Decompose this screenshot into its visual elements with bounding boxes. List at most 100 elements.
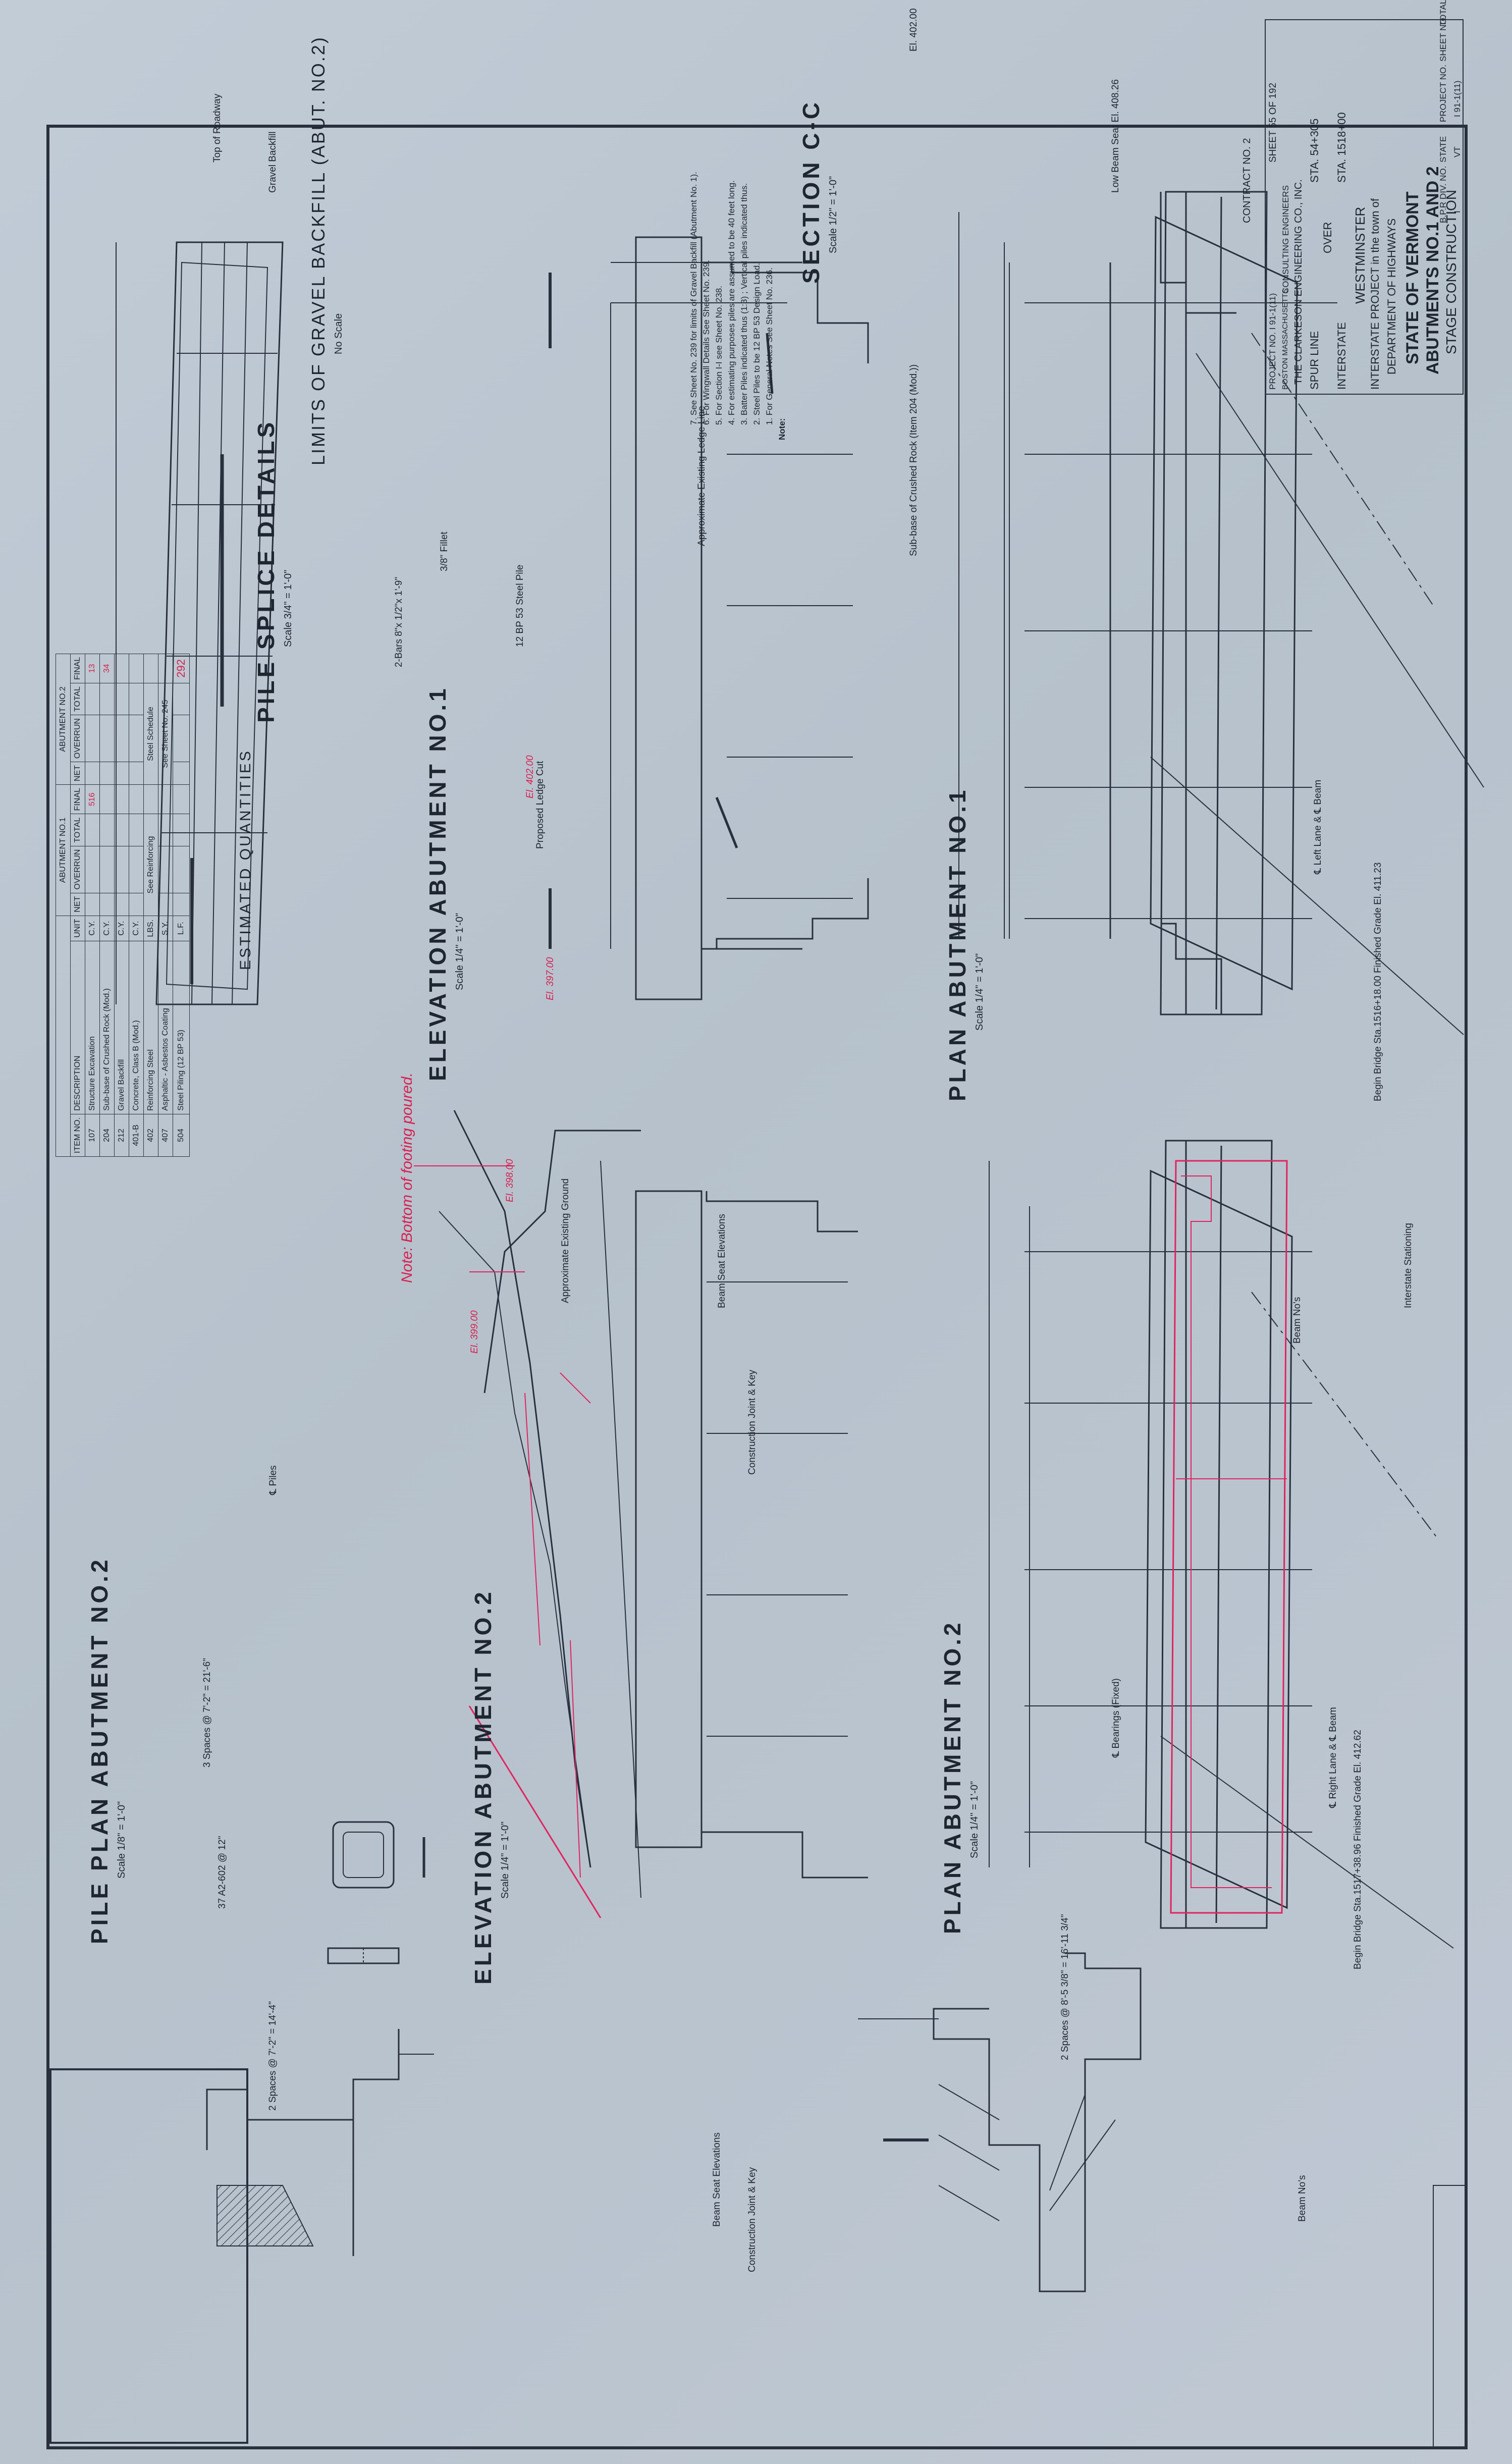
note-line-6: 6. For Wingwall Details See Sheet No. 23… (701, 260, 711, 425)
red-el-398: El. 398.00 (505, 1159, 515, 1202)
title-firm: THE CLARKESON ENGINEERING CO., INC. (1293, 179, 1304, 385)
note-line-4: 4. For estimating purposes piles are ass… (727, 180, 736, 425)
note-line-3: 3. Batter Piles indicated thus (1:3) ; V… (739, 183, 749, 425)
red-el-402: El. 402.00 (525, 755, 535, 798)
splice-dim-label: 2-Bars 8"x 1/2"x 1'-9" (394, 576, 404, 667)
title-firm2: CONSULTING ENGINEERS (1281, 185, 1290, 294)
title-project-no: PROJECT NO. I 91-1(11) (1268, 293, 1277, 390)
beam-nos-label: Beam No's (1297, 2175, 1308, 2222)
red-note: Note: Bottom of footing poured. (399, 1073, 415, 1283)
pile-plan-title: PILE PLAN ABUTMENT NO.2 (86, 1557, 113, 1944)
red-el-397: El. 397.00 (545, 957, 556, 1000)
note-line-5: 5. For Section I-I see Sheet No. 238. (714, 286, 724, 425)
elevation-abutment-1 (414, 1110, 868, 1918)
section-cc-scale: Scale 1/2" = 1'-0" (828, 176, 839, 253)
plan-abutment-2-title: PLAN ABUTMENT NO.2 (939, 1620, 965, 1934)
title-contract: CONTRACT NO. 2 (1241, 138, 1253, 223)
table-header-group: ABUTMENT NO.1 ABUTMENT NO.2 (56, 654, 71, 1157)
notes-heading: Note: (777, 418, 787, 440)
table-row: 504 Steel Piling (12 BP 53) L.F. 292 (173, 654, 190, 1157)
note-line-7: 7. See Sheet No. 239 for limits of Grave… (689, 172, 698, 425)
table-row: 212 Gravel Backfill C.Y. (114, 654, 129, 1157)
table-row: 402 Reinforcing Steel LBS. See Reinforci… (143, 654, 158, 1157)
plan-abutment-2 (958, 191, 1484, 1035)
existing-ledge-label: Approximate Existing Ledge Line (696, 406, 707, 546)
elevation-abutment-2-title: ELEVATION ABUTMENT NO.2 (470, 1589, 496, 1985)
title-project: INTERSTATE PROJECT in the town of (1369, 198, 1381, 390)
construction-joint-2-label: Construction Joint & Key (747, 2167, 758, 2272)
title-sheet: SHEET 55 OF 192 (1268, 82, 1278, 163)
abutment-1-group: ABUTMENT NO.1 (56, 784, 71, 916)
title-city: BOSTON MASSACHUSETTS (1281, 288, 1289, 390)
title-state: STATE OF VERMONT (1403, 191, 1422, 364)
title-spur: SPUR LINE (1308, 331, 1321, 390)
sub-base-label: Sub-base of Crushed Rock (Item 204 (Mod.… (908, 364, 919, 556)
pile-splice-title: PILE SPLICE DETAILS (253, 419, 279, 723)
section-cc (858, 1952, 1142, 2292)
header-frame (1433, 2185, 1467, 2448)
section-cc-title: SECTION C-C (798, 99, 824, 284)
table-row: 204 Sub-base of Crushed Rock (Mod.) C.Y.… (99, 654, 115, 1157)
title-station: STA. 1518+00 (1335, 112, 1348, 183)
gravel-backfill-title: LIMITS OF GRAVEL BACKFILL (ABUT. NO.2) (308, 36, 329, 465)
construction-joint-2b-label: Construction Joint & Key (747, 1369, 758, 1475)
cl-right-lane-label: ℄ Right Lane & ℄ Beam (1328, 1707, 1338, 1808)
title-over: OVER (1321, 222, 1334, 253)
pile-plan-abutment-2 (116, 241, 284, 1005)
elevation-abutment-1-title: ELEVATION ABUTMENT NO.1 (424, 685, 451, 1081)
estimated-quantities-title: ESTIMATED QUANTITIES (237, 749, 254, 970)
abutment-2-group: ABUTMENT NO.2 (56, 654, 71, 785)
pile-splice-scale: Scale 3/4" = 1'-0" (283, 569, 294, 647)
table-header: ITEM NO. DESCRIPTION UNIT NET OVERRUN TO… (70, 654, 85, 1157)
elevation-abutment-2-scale: Scale 1/4" = 1'-0" (500, 1821, 511, 1899)
title-spur-station: STA. 54+305 (1308, 118, 1321, 183)
proposed-ledge-label: Proposed Ledge Cut (535, 761, 546, 849)
pile-batter-label: 37 A2-602 @ 12" (217, 1836, 228, 1909)
gravel-backfill-label: Gravel Backfill (267, 131, 278, 193)
beam-seat-1-label: Beam Seat Elevations (717, 1214, 727, 1308)
begin-bridge-2-label: Begin Bridge Sta.1517+38.96 Finished Gra… (1353, 1730, 1363, 1969)
note-line-1: 1. For General Notes See Sheet No. 236. (765, 267, 774, 425)
approximate-ground-label: Approximate Existing Ground (560, 1178, 571, 1303)
table-row: 407 Asphaltic - Asbestos Coating S.Y. Se… (158, 654, 173, 1157)
title-staged: STAGE CONSTRUCTION (1443, 189, 1459, 354)
cl-left-lane-label: ℄ Left Lane & ℄ Beam (1313, 779, 1323, 874)
elevation-abutment-1-scale: Scale 1/4" = 1'-0" (454, 913, 465, 990)
el-402-label: El. 402.00 (908, 8, 919, 51)
gravel-backfill-detail (206, 2029, 434, 2256)
estimated-quantities-table: ABUTMENT NO.1 ABUTMENT NO.2 ITEM NO. DES… (56, 654, 190, 1157)
sheet-border (46, 125, 1468, 2449)
pile-plan-scale: Scale 1/8" = 1'-0" (116, 1801, 127, 1879)
pile-splice-details (327, 1821, 425, 1964)
begin-bridge-1-label: Begin Bridge Sta.1516+18.00 Finished Gra… (1373, 862, 1383, 1101)
elevation-abutment-2 (549, 236, 869, 1000)
plan-abutment-1 (989, 1140, 1454, 1949)
cl-piles-label: ℄ Piles (268, 1465, 279, 1495)
interstate-stationing-label: Interstate Stationing (1403, 1223, 1414, 1308)
plan-abutment-1-title: PLAN ABUTMENT NO.1 (944, 787, 970, 1101)
top-roadway-label: Top of Roadway (212, 93, 223, 163)
low-beam-seat-label: Low Beam Seat El. 408.26 (1110, 79, 1121, 193)
title-town: WESTMINSTER (1353, 206, 1368, 304)
note-line-2: 2. Steel Piles to be 12 BP 53 Design Loa… (752, 262, 762, 425)
table-row: 107 Structure Excavation C.Y. 516 13 (85, 654, 100, 1157)
title-route: INTERSTATE (1335, 322, 1348, 390)
fillet-label: 3/8" Fillet (439, 531, 450, 571)
title-drawing: ABUTMENTS NO.1 AND 2 (1423, 166, 1442, 374)
spacing-a-label: 2 Spaces @ 8'-5 3/8" = 16'-11 3/4" (1060, 1914, 1070, 2061)
beam-seat-label: Beam Seat Elevations (712, 2132, 722, 2227)
spacing-b-label: 2 Spaces @ 7'-2" = 14'-4" (267, 2001, 278, 2111)
beam-nos-1-label: Beam No's (1292, 1297, 1303, 1344)
red-el-399: El. 399.00 (469, 1310, 480, 1354)
title-dept: DEPARTMENT OF HIGHWAYS (1385, 218, 1398, 374)
steel-pile-label: 12 BP 53 Steel Pile (515, 564, 525, 647)
plan-abutment-2-scale: Scale 1/4" = 1'-0" (969, 1781, 980, 1858)
spacing-c-label: 3 Spaces @ 7'-2" = 21'-6" (202, 1658, 212, 1767)
cl-bearings-label: ℄ Bearings (Fixed) (1111, 1678, 1121, 1757)
table-row: 401-B Concrete, Class B (Mod.) C.Y. (129, 654, 144, 1157)
gravel-backfill-scale: No Scale (333, 313, 344, 354)
plan-abutment-1-scale: Scale 1/4" = 1'-0" (974, 953, 985, 1031)
